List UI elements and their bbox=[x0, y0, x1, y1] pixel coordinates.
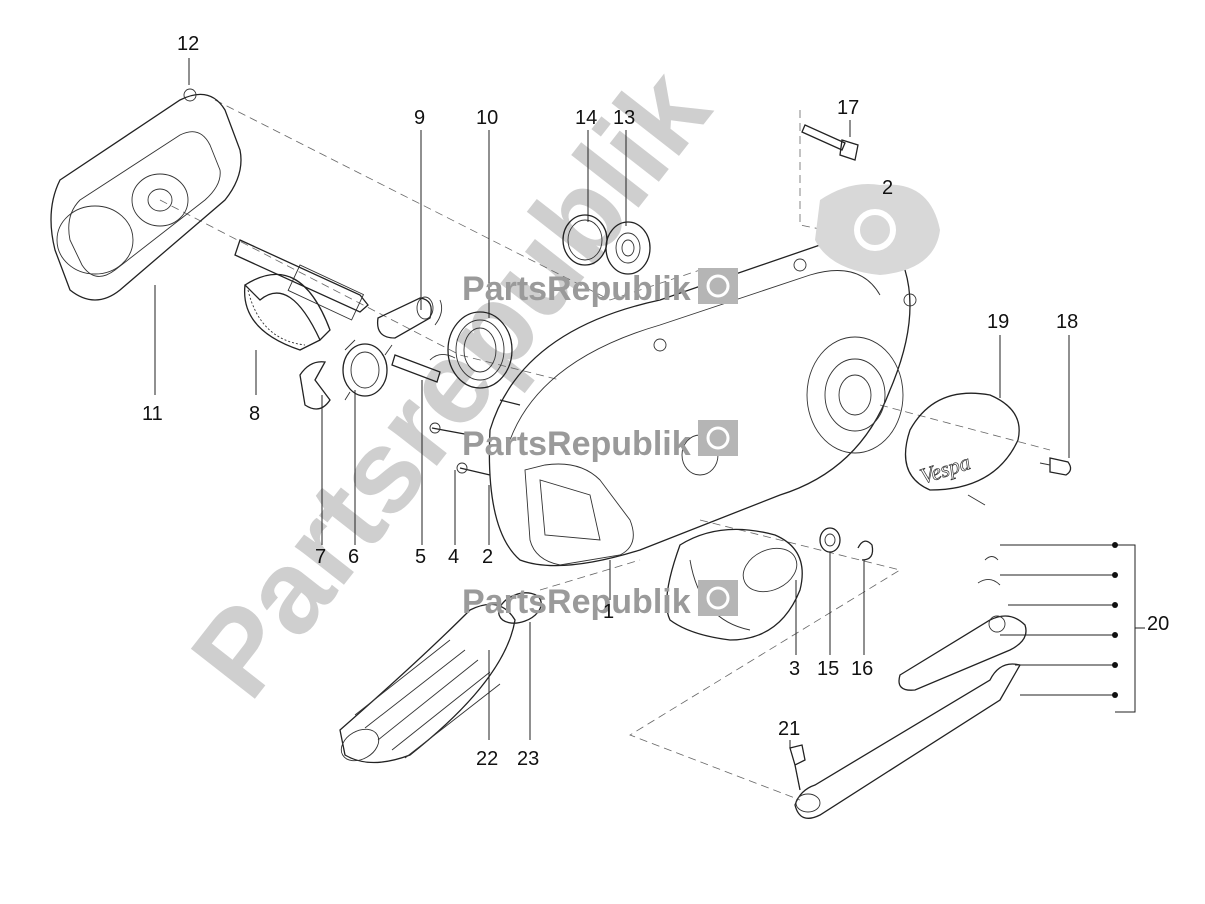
watermark-small-3: PartsRepublik bbox=[462, 580, 738, 621]
callout-8: 8 bbox=[249, 403, 260, 425]
callout-1: 1 bbox=[603, 601, 614, 623]
gear-icon bbox=[698, 580, 738, 616]
decorative-cover-part-19: Vespa bbox=[904, 392, 1020, 491]
bushing-part bbox=[376, 296, 443, 339]
callout-23: 23 bbox=[517, 748, 539, 770]
callout-17: 17 bbox=[837, 97, 859, 119]
gear-icon bbox=[698, 268, 738, 304]
callout-2-top: 2 bbox=[882, 177, 893, 199]
hose-clamp-part-23 bbox=[498, 592, 542, 624]
svg-text:PartsRepublik: PartsRepublik bbox=[462, 425, 691, 463]
callout-5: 5 bbox=[415, 546, 426, 568]
pin-part-5 bbox=[391, 354, 441, 383]
intake-bellows-part-22 bbox=[339, 603, 516, 764]
gear-icon bbox=[698, 420, 738, 456]
callout-labels: 12 11 8 9 10 14 13 17 2 19 18 7 6 5 4 2 … bbox=[142, 33, 1169, 770]
kickstart-shaft-part bbox=[234, 239, 369, 351]
circlip-part-16 bbox=[857, 540, 874, 561]
callout-3: 3 bbox=[789, 658, 800, 680]
gasket-plate-part bbox=[50, 88, 242, 301]
callout-9: 9 bbox=[414, 107, 425, 129]
callout-12: 12 bbox=[177, 33, 199, 55]
callout-19: 19 bbox=[987, 311, 1009, 333]
gear-icon bbox=[815, 184, 940, 275]
spring-clip-part-7 bbox=[299, 361, 331, 410]
callout-6: 6 bbox=[348, 546, 359, 568]
callout-15: 15 bbox=[817, 658, 839, 680]
svg-text:PartsRepublik: PartsRepublik bbox=[462, 583, 691, 621]
callout-10: 10 bbox=[476, 107, 498, 129]
cover-badge-text: Vespa bbox=[917, 449, 974, 489]
callout-4: 4 bbox=[448, 546, 459, 568]
transmission-cover-part-1 bbox=[488, 238, 917, 567]
kick-lever-part-20 bbox=[794, 556, 1027, 819]
kickstart-spring-part bbox=[429, 311, 513, 389]
callout-22: 22 bbox=[476, 748, 498, 770]
pinion-gear-part-6 bbox=[342, 339, 393, 401]
callout-11: 11 bbox=[142, 403, 163, 425]
svg-text:PartsRepublik: PartsRepublik bbox=[462, 270, 691, 308]
watermark-small-1: PartsRepublik bbox=[462, 268, 738, 308]
callout-2-bottom: 2 bbox=[482, 546, 493, 568]
watermark-small-2: PartsRepublik bbox=[462, 420, 738, 463]
callout-14: 14 bbox=[575, 107, 597, 129]
bearing-part-13 bbox=[605, 221, 651, 275]
callout-16: 16 bbox=[851, 658, 873, 680]
screw-part-18 bbox=[967, 457, 1072, 506]
leader-lines bbox=[154, 58, 1070, 748]
screws-part-4 bbox=[429, 399, 521, 476]
callout-20: 20 bbox=[1147, 613, 1169, 635]
bolt-part-17 bbox=[801, 124, 859, 161]
callout-13: 13 bbox=[613, 107, 635, 129]
washer-part-15 bbox=[819, 527, 841, 553]
bolt-part-21 bbox=[789, 744, 806, 791]
part-20-bracket bbox=[1000, 542, 1145, 713]
callout-21: 21 bbox=[778, 718, 800, 740]
callout-18: 18 bbox=[1056, 311, 1078, 333]
callout-7: 7 bbox=[315, 546, 326, 568]
